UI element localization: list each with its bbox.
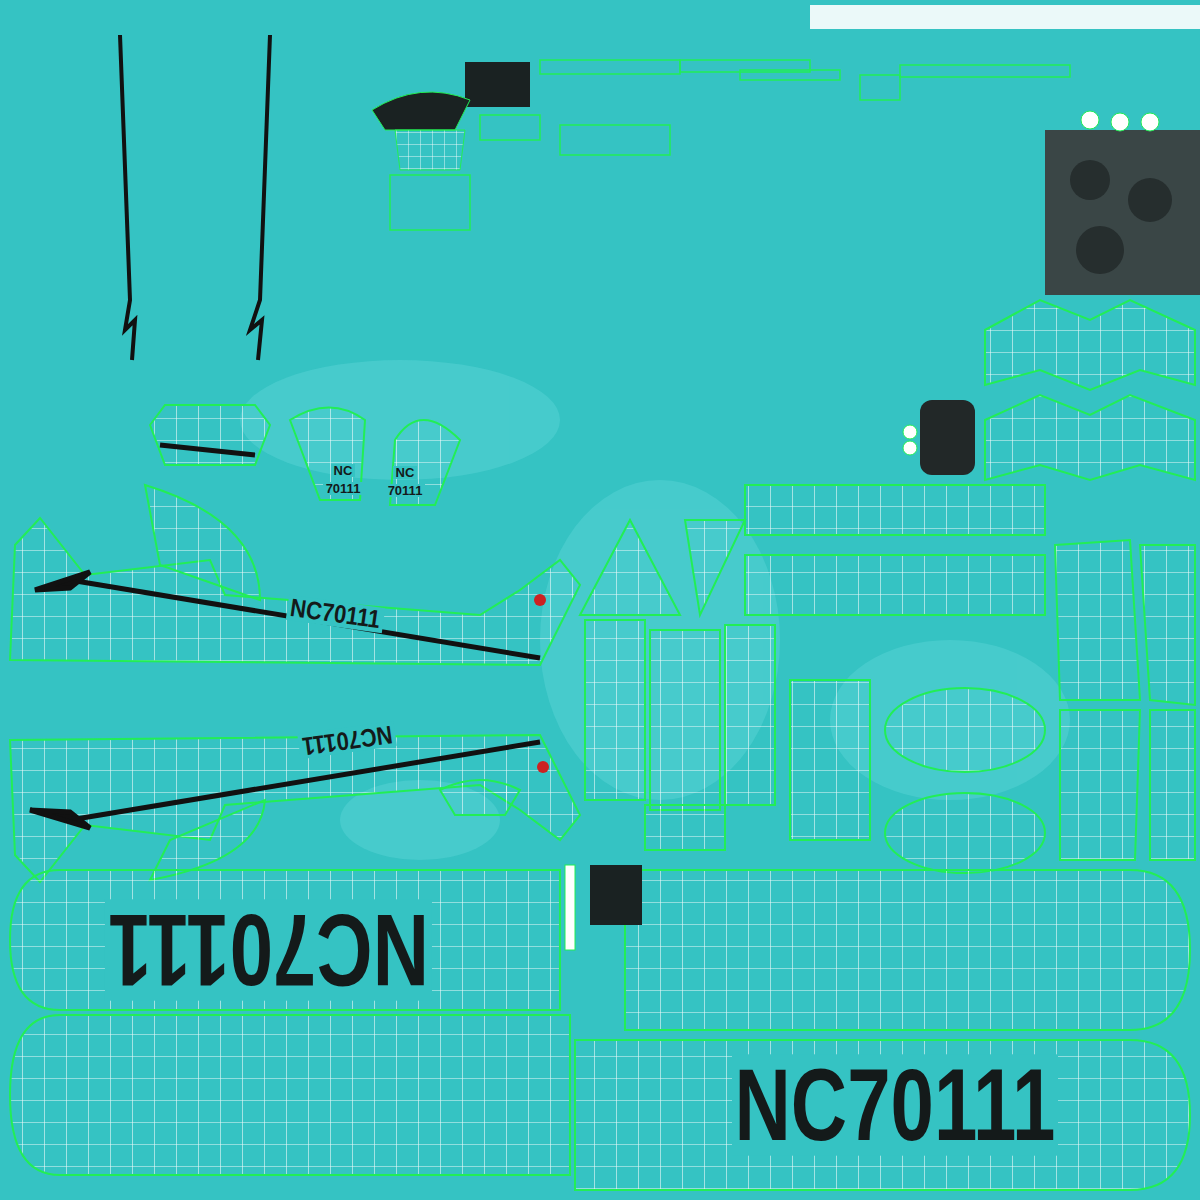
uv-shape <box>540 60 680 74</box>
uv-shape <box>1128 178 1172 222</box>
uv-shape <box>745 555 1045 615</box>
uv-shape <box>160 445 255 455</box>
parts-strip <box>372 5 1200 475</box>
uv-shape <box>645 805 725 850</box>
uv-shape <box>740 70 840 80</box>
uv-shape <box>1141 113 1159 131</box>
uv-shape <box>35 572 90 590</box>
uv-shape <box>250 35 270 360</box>
uv-shape <box>10 1015 570 1175</box>
uv-shape <box>1140 545 1195 705</box>
stripe <box>30 445 540 828</box>
uv-shape <box>1150 710 1195 860</box>
panel <box>565 865 575 950</box>
uv-shape <box>625 870 1190 1030</box>
uv-shape <box>885 688 1045 772</box>
registration-text: NC70111 <box>105 899 432 1000</box>
uv-shape <box>745 485 1045 535</box>
uv-shape <box>480 115 540 140</box>
uv-shape <box>145 485 260 600</box>
lightning-bolt <box>120 35 270 360</box>
uv-shape <box>10 870 560 1010</box>
uv-shape <box>1076 226 1124 274</box>
uv-shape <box>290 408 365 501</box>
registration-text: 70111 <box>323 482 364 495</box>
uv-shape <box>560 125 670 155</box>
uv-shape <box>372 92 470 130</box>
uv-shape <box>860 75 900 100</box>
uv-shape <box>1111 113 1129 131</box>
uv-shape <box>885 793 1045 873</box>
uv-shape <box>465 62 530 107</box>
uv-shape <box>1055 540 1140 700</box>
uv-shape <box>1070 160 1110 200</box>
uv-shape <box>790 680 870 840</box>
uv-shape <box>585 620 645 800</box>
uv-shape <box>903 441 917 455</box>
uv-shape <box>903 425 917 439</box>
uv-island <box>10 300 1195 1190</box>
uv-shape <box>537 761 549 773</box>
uv-shape <box>534 594 546 606</box>
registration-text: NC <box>393 466 418 479</box>
uv-shape <box>900 65 1070 77</box>
uv-shape <box>10 518 580 665</box>
uv-shape <box>650 630 720 810</box>
uv-shape <box>390 60 1070 230</box>
uv-shape <box>150 800 265 880</box>
registration-text: 70111 <box>385 484 426 497</box>
uv-shape <box>725 625 775 805</box>
uv-shape <box>150 405 270 465</box>
registration-text: NC <box>331 464 356 477</box>
registration-text: NC70111 <box>732 1054 1059 1155</box>
uv-shape <box>120 35 135 360</box>
panel <box>590 865 642 925</box>
uv-shape <box>580 520 680 615</box>
uv-shape <box>70 580 540 658</box>
uv-shape <box>985 395 1195 480</box>
uv-shape <box>985 300 1195 390</box>
uv-shape <box>30 810 90 828</box>
tail-mark <box>534 594 549 773</box>
uv-shape <box>10 735 580 882</box>
uv-shape <box>810 5 1200 29</box>
uv-shape <box>440 780 520 815</box>
uv-shape <box>390 175 470 230</box>
uv-shape <box>1060 710 1140 860</box>
uv-shape <box>395 130 465 170</box>
uv-shape <box>1045 130 1200 295</box>
uv-shape <box>920 400 975 475</box>
uv-shape <box>1081 111 1099 129</box>
uv-shape <box>685 520 745 615</box>
uv-shape <box>575 1040 1190 1190</box>
